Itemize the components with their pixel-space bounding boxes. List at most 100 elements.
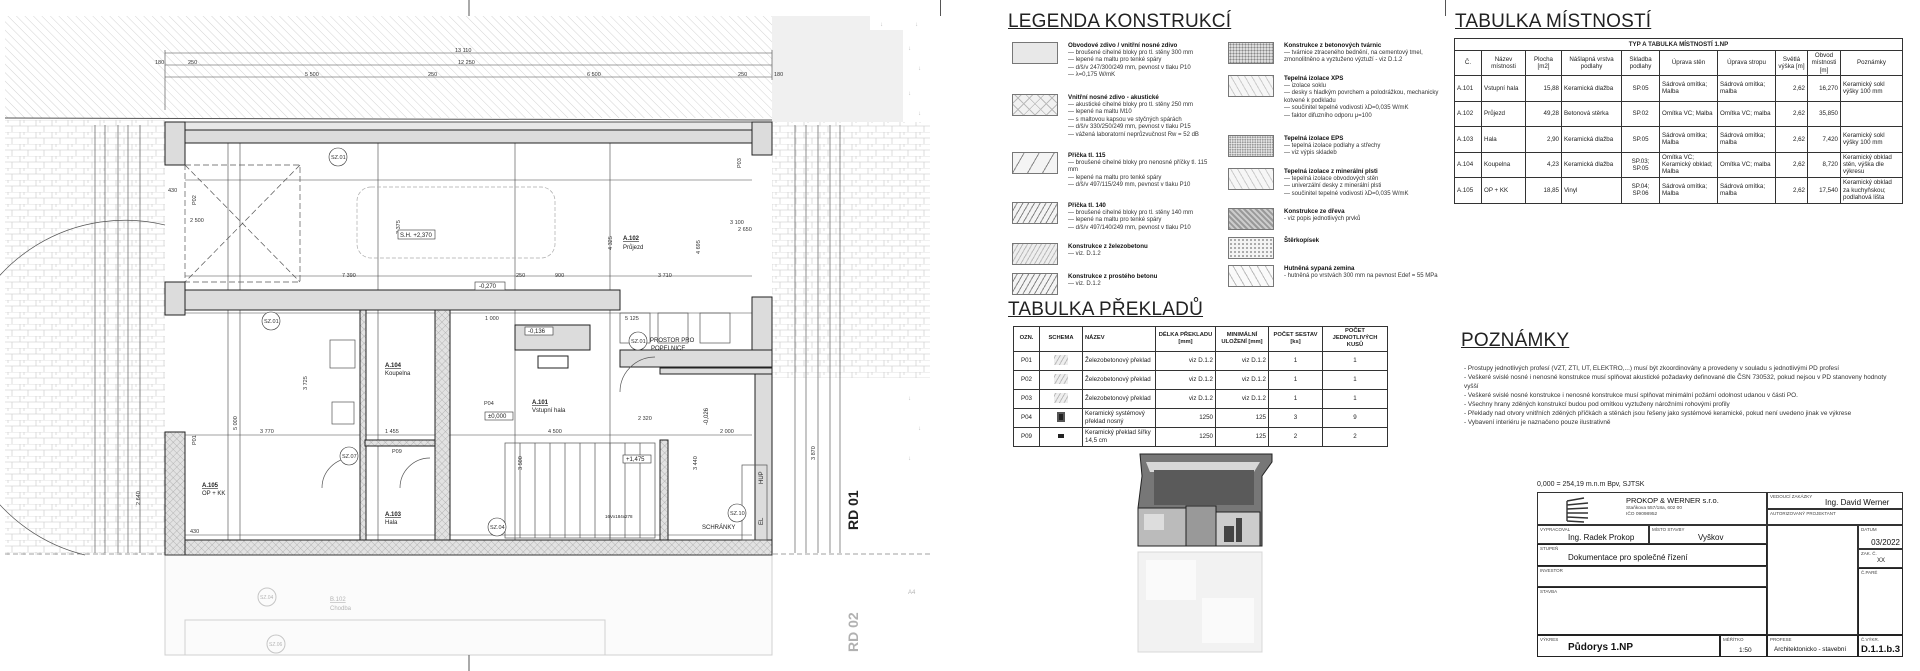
plan-dims-33: 430 bbox=[190, 529, 199, 535]
lintel-schema-icon bbox=[1054, 354, 1068, 365]
rooms-table-rows-1-8: 35,850 bbox=[1807, 100, 1841, 127]
title-block-autor-label: AUTORIZOVANÝ PROJEKTANT bbox=[1770, 511, 1836, 516]
plan-labels-rd01: RD 01 bbox=[845, 490, 861, 530]
swatch-wood bbox=[1228, 208, 1274, 230]
paving-left bbox=[5, 120, 165, 555]
legend-items-2-title: Příčka tl. 115 bbox=[1068, 152, 1106, 159]
rooms-table-rows-4-6: Sádrová omítka; malba bbox=[1717, 177, 1776, 204]
plan-dims-24: 5 000 bbox=[233, 416, 239, 430]
rooms-table-rows-1-7: 2,62 bbox=[1775, 100, 1808, 127]
rooms-table-rows-4-3: Vinyl bbox=[1561, 177, 1622, 204]
plan-dims-4: 5 500 bbox=[305, 72, 319, 78]
rooms-table-rows-2-7: 2,62 bbox=[1775, 126, 1808, 153]
lintels-rows-0-4: 1 bbox=[1268, 350, 1323, 371]
terrain-hatch bbox=[5, 16, 772, 118]
plan-dims-15: 900 bbox=[555, 273, 564, 279]
plan-labels-popelnice1: PROSTOR PRO bbox=[650, 338, 695, 344]
plan-dims-14: 250 bbox=[516, 273, 525, 279]
plan-dims-16: 3 710 bbox=[658, 273, 672, 279]
rooms-table-title: TABULKA MÍSTNOSTÍ bbox=[1455, 11, 1652, 32]
rooms-table-headers-4: Skladba podlahy bbox=[1621, 50, 1660, 76]
lintels-rows-3-3: 125 bbox=[1215, 407, 1269, 428]
title-block-meritko: 1:50 bbox=[1739, 647, 1752, 654]
rooms-table-rows-3-5: Omítka VC; Keramický obklad; Malba bbox=[1659, 151, 1718, 178]
title-block-vedouci-label: VEDOUCÍ ZAKÁZKY bbox=[1770, 494, 1813, 499]
svg-text:↓: ↓ bbox=[908, 396, 911, 402]
lintels-rows-2-4: 1 bbox=[1268, 388, 1323, 409]
lintels-rows-1-0: P02 bbox=[1013, 369, 1040, 390]
plan-rooms-4-name: Vstupní hala bbox=[532, 408, 566, 414]
rooms-table-rows-3-7: 2,62 bbox=[1775, 151, 1808, 178]
legend-items-7-lines-2: — součinitel tepelné vodivosti λD=0,035 … bbox=[1284, 105, 1409, 112]
svg-text:↓: ↓ bbox=[918, 66, 921, 72]
plan-dims-0: 13 110 bbox=[455, 48, 471, 54]
legend-items-7-lines-3: — faktor difuzního odporu μ=100 bbox=[1284, 112, 1372, 119]
lintels-rows-1-3: viz D.1.2 bbox=[1215, 369, 1269, 390]
lintels-rows-4-1: Keramický překlad šířky 14,5 cm bbox=[1082, 426, 1156, 447]
plan-tags-10: P01 bbox=[192, 435, 198, 445]
plan-rooms-4-id: A.101 bbox=[532, 400, 549, 406]
rooms-table-rows-2-2: 2,90 bbox=[1525, 126, 1562, 153]
lintels-rows-1-5: 1 bbox=[1322, 369, 1388, 390]
rooms-table-rows-0-0: A.101 bbox=[1454, 75, 1482, 102]
rooms-table-headers-0: Č. bbox=[1454, 50, 1482, 76]
plan-rooms-5-name: Chodba bbox=[330, 606, 352, 612]
title-block-vedouci: Ing. David Werner bbox=[1825, 498, 1890, 507]
title-block-vykres: Půdorys 1.NP bbox=[1568, 642, 1634, 653]
swatch-reinforced-concrete bbox=[1012, 243, 1058, 265]
title-block-misto-label: MÍSTO STAVBY bbox=[1652, 527, 1685, 532]
plan-tags-8: P02 bbox=[192, 195, 198, 205]
company-logo-icon bbox=[1566, 497, 1589, 523]
legend-items-0-lines-1: — lepené na maltu pro tenké spáry bbox=[1068, 57, 1162, 64]
title-block-vypracoval: Ing. Radek Prokop bbox=[1568, 533, 1635, 542]
legend-items-7-title: Tepelná izolace XPS bbox=[1284, 75, 1344, 82]
rooms-table-rows-2-1: Hala bbox=[1481, 126, 1526, 153]
legend-items-9-lines-0: — tepelná izolace obvodových stěn bbox=[1284, 175, 1379, 182]
title-block-cvykr: D.1.1.b.3 bbox=[1861, 644, 1901, 655]
legend-items-2-lines-0: — broušené cihelné bloky pro nenosné pří… bbox=[1068, 159, 1208, 174]
rooms-table-rows-3-3: Keramická dlažba bbox=[1561, 151, 1622, 178]
svg-text:↓: ↓ bbox=[918, 111, 921, 117]
lintels-rows-4-0: P09 bbox=[1013, 426, 1040, 447]
legend-items-3-title: Příčka tl. 140 bbox=[1068, 202, 1106, 209]
plan-tags-3: SZ.07 bbox=[342, 454, 357, 460]
swatch-eps bbox=[1228, 135, 1274, 157]
title-block-address: Staňkova 557/18a, 602 00 bbox=[1626, 506, 1683, 511]
rooms-table-headers-6: Úprava stropu bbox=[1717, 50, 1776, 76]
rooms-table-rows-2-9: Keramický sokl výšky 100 mm bbox=[1840, 126, 1903, 153]
title-block-datum-label: DATUM bbox=[1861, 527, 1877, 532]
plan-dims-32: 3 500 bbox=[518, 456, 524, 470]
legend-title: LEGENDA KONSTRUKCÍ bbox=[1008, 11, 1232, 32]
title-block-zak-label: ZAK. Č. bbox=[1861, 551, 1877, 556]
plan-dims-26: 2 000 bbox=[720, 429, 734, 435]
plan-labels-stairs: 16Vx184x278 bbox=[605, 514, 633, 519]
rooms-table-rows-4-2: 18,85 bbox=[1525, 177, 1562, 204]
lintels-title: TABULKA PŘEKLADŮ bbox=[1008, 299, 1204, 320]
title-block-meritko-label: MĚŘÍTKO bbox=[1723, 637, 1744, 642]
neighbour-area bbox=[772, 16, 903, 122]
rooms-table-headers-9: Poznámky bbox=[1840, 50, 1903, 76]
lintels-rows-3-4: 3 bbox=[1268, 407, 1323, 428]
legend-items-9-title: Tepelná izolace z minerální plsti bbox=[1284, 168, 1378, 175]
lintels-rows-2-3: viz D.1.2 bbox=[1215, 388, 1269, 409]
legend-items-7-lines-1: — desky s hladkým povrchem a polodrážkou… bbox=[1284, 90, 1439, 104]
legend-items-11-title: Štěrkopísek bbox=[1284, 237, 1320, 244]
legend-items-10-lines-0: - viz popis jednotlivých prvků bbox=[1284, 215, 1361, 222]
legend-items-12-lines-0: - hutněná po vrstvách 300 mm na pevnost … bbox=[1284, 272, 1438, 279]
plan-labels-popelnice2: POPELNICE bbox=[651, 346, 685, 352]
rooms-table-rows-0-4: SP.05 bbox=[1621, 75, 1660, 102]
rooms-table-rows-4-9: Keramický obklad za kuchyňskou; podlahov… bbox=[1840, 177, 1903, 204]
rooms-table-rows-4-7: 2,62 bbox=[1775, 177, 1808, 204]
plan-dims-7: 250 bbox=[738, 72, 747, 78]
plan-dims-22: 3 770 bbox=[260, 429, 274, 435]
rooms-table-rows-1-0: A.102 bbox=[1454, 100, 1482, 127]
notes-lines-2: vyšší bbox=[1464, 383, 1479, 390]
legend-items-7-lines-0: — izolace soklu bbox=[1284, 82, 1327, 89]
lintels-rows-0-2: viz D.1.2 bbox=[1155, 350, 1216, 371]
lintels-rows-2-1: Železobetonový překlad bbox=[1082, 388, 1156, 409]
plan-dims-1: 12 250 bbox=[458, 60, 475, 66]
